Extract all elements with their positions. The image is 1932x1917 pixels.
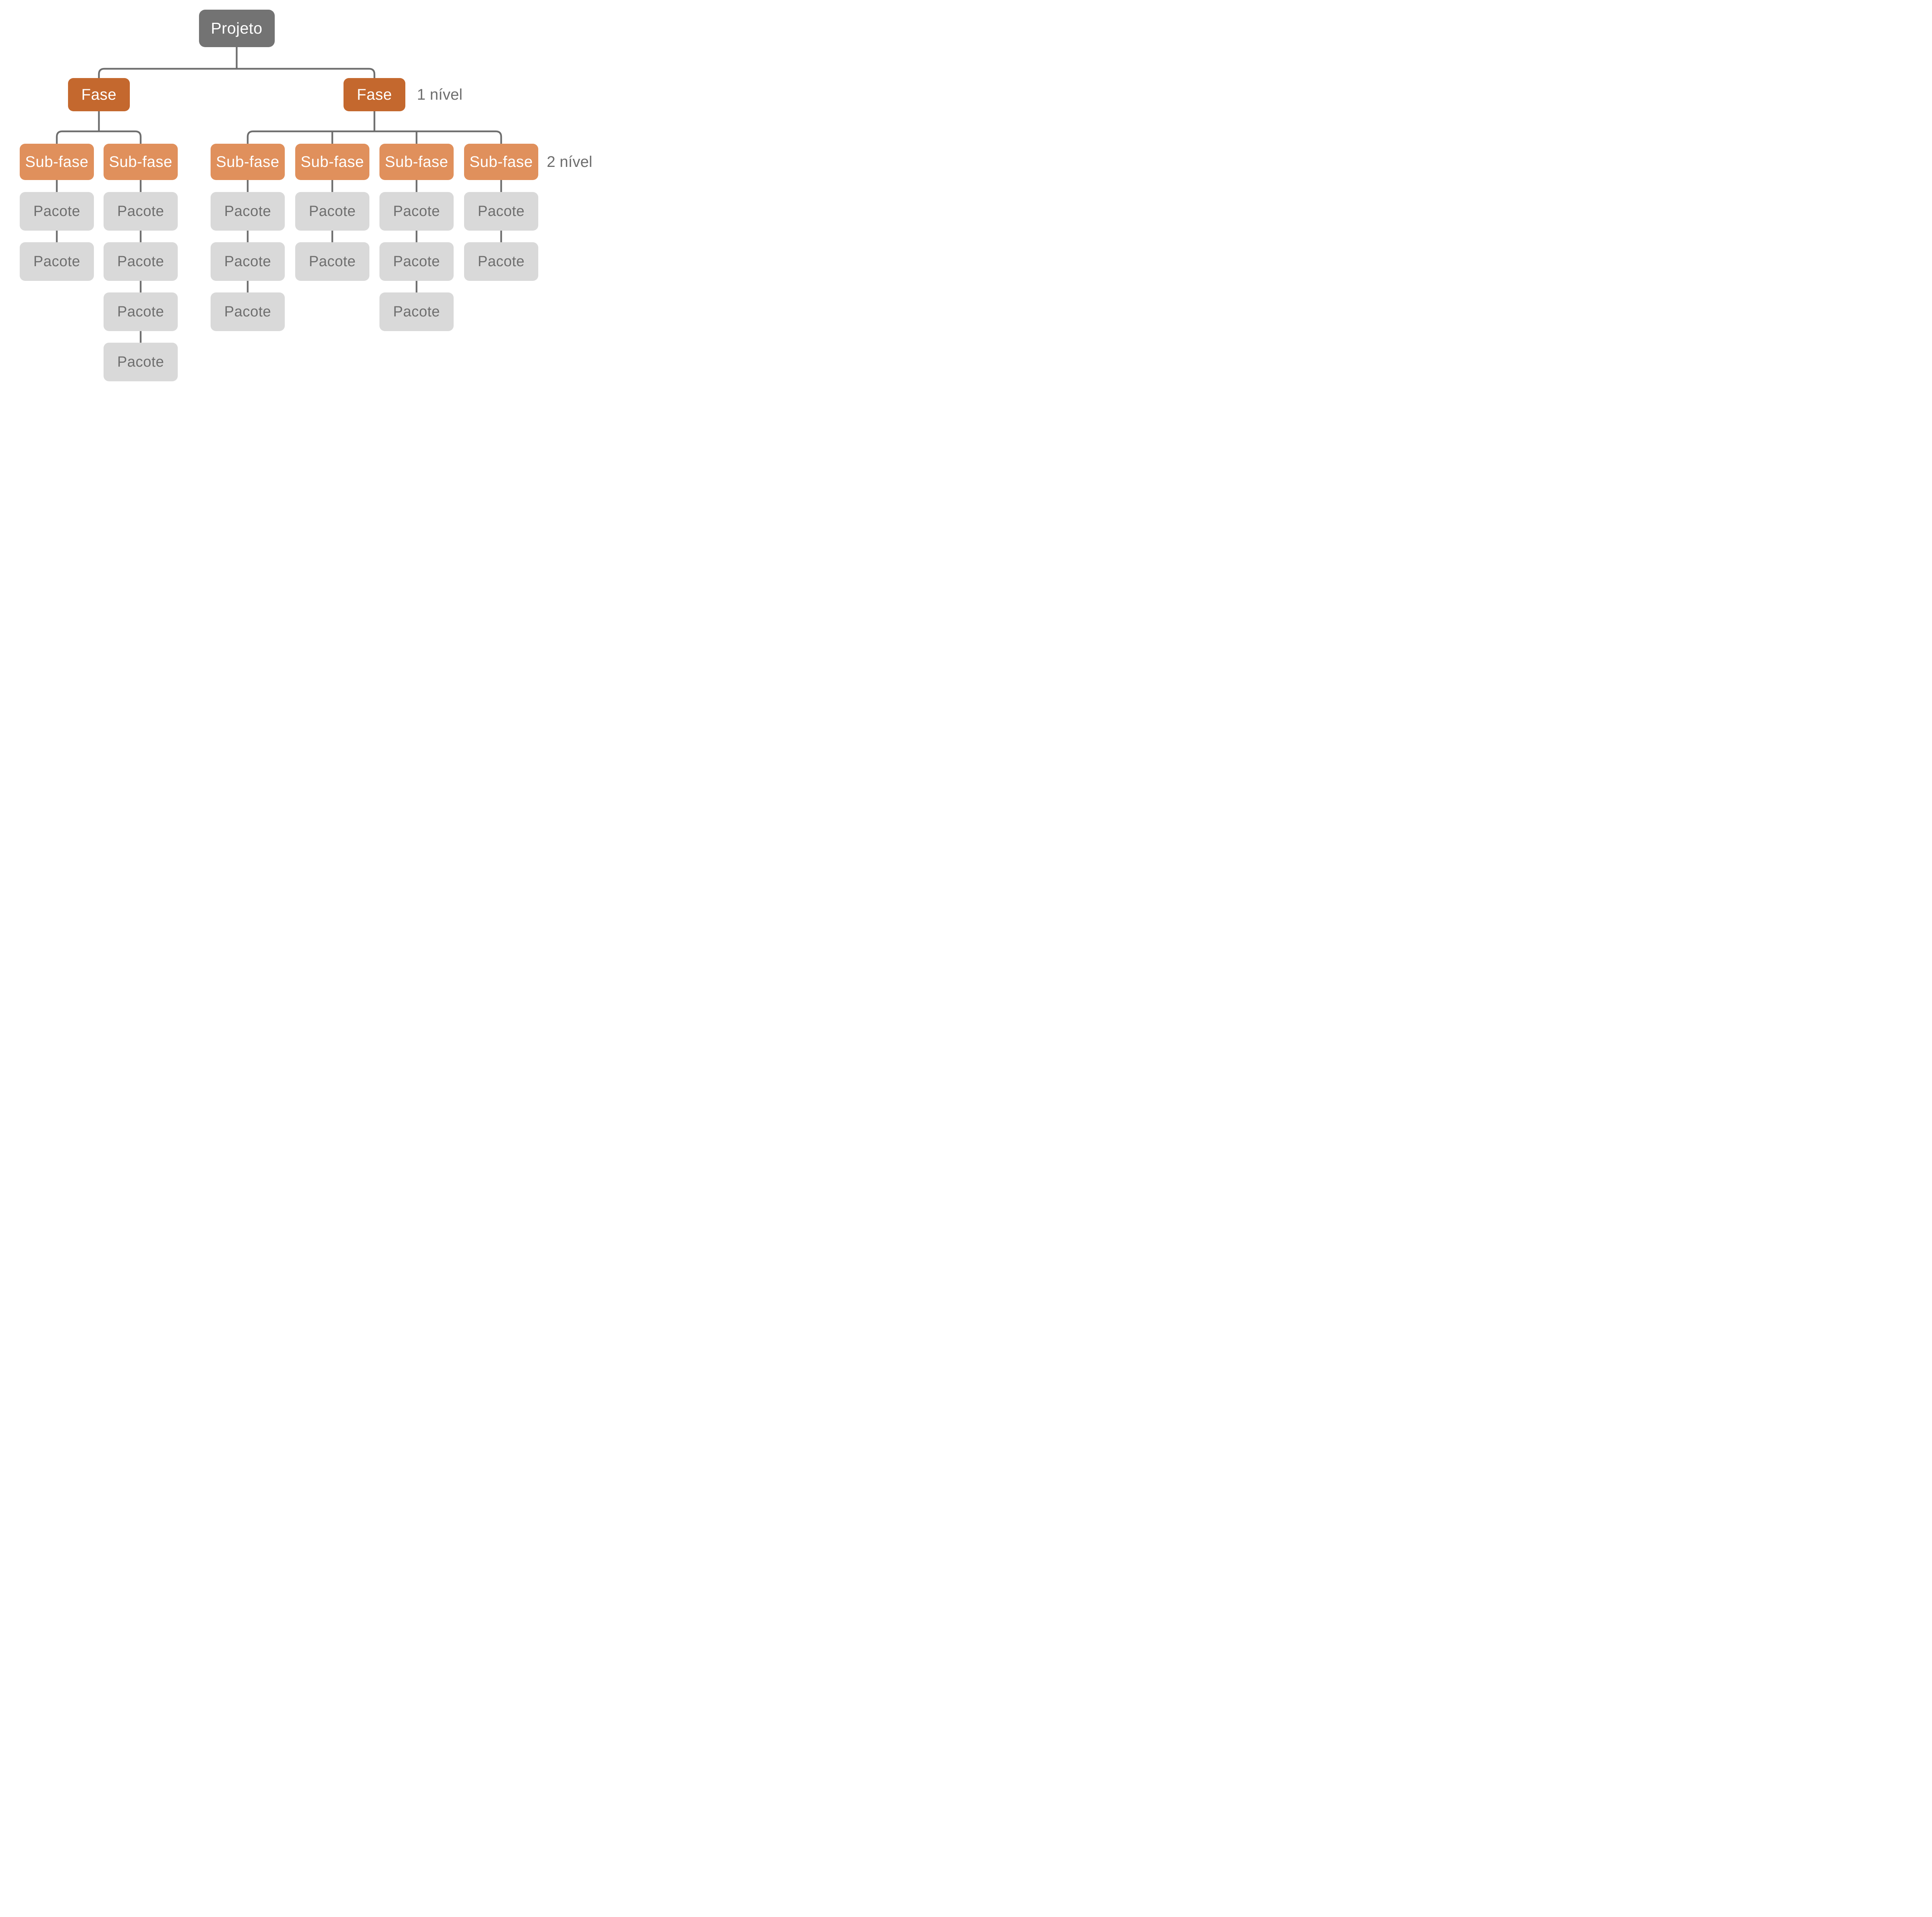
- connector-path: [247, 130, 502, 144]
- package-node: Pacote: [464, 242, 538, 281]
- phase-node: Fase: [344, 78, 405, 111]
- package-node: Pacote: [295, 192, 369, 231]
- package-node: Pacote: [379, 242, 454, 281]
- package-node: Pacote: [104, 343, 178, 381]
- subphase-node: Sub-fase: [104, 144, 178, 180]
- package-node: Pacote: [104, 292, 178, 331]
- package-node: Pacote: [379, 292, 454, 331]
- level-1-label: 1 nível: [417, 86, 463, 103]
- package-node: Pacote: [104, 242, 178, 281]
- package-node: Pacote: [20, 192, 94, 231]
- package-node: Pacote: [295, 242, 369, 281]
- connector-path: [56, 130, 142, 144]
- level-2-label: 2 nível: [547, 153, 592, 170]
- package-node: Pacote: [20, 242, 94, 281]
- subphase-node: Sub-fase: [379, 144, 454, 180]
- package-node: Pacote: [104, 192, 178, 231]
- package-node: Pacote: [211, 192, 285, 231]
- phase-node: Fase: [68, 78, 130, 111]
- package-node: Pacote: [464, 192, 538, 231]
- package-node: Pacote: [211, 292, 285, 331]
- subphase-node: Sub-fase: [211, 144, 285, 180]
- subphase-node: Sub-fase: [20, 144, 94, 180]
- subphase-node: Sub-fase: [295, 144, 369, 180]
- package-node: Pacote: [211, 242, 285, 281]
- package-node: Pacote: [379, 192, 454, 231]
- connector-lines: [56, 47, 502, 343]
- subphase-node: Sub-fase: [464, 144, 538, 180]
- root-node: Projeto: [199, 10, 275, 47]
- connector-path: [98, 68, 376, 78]
